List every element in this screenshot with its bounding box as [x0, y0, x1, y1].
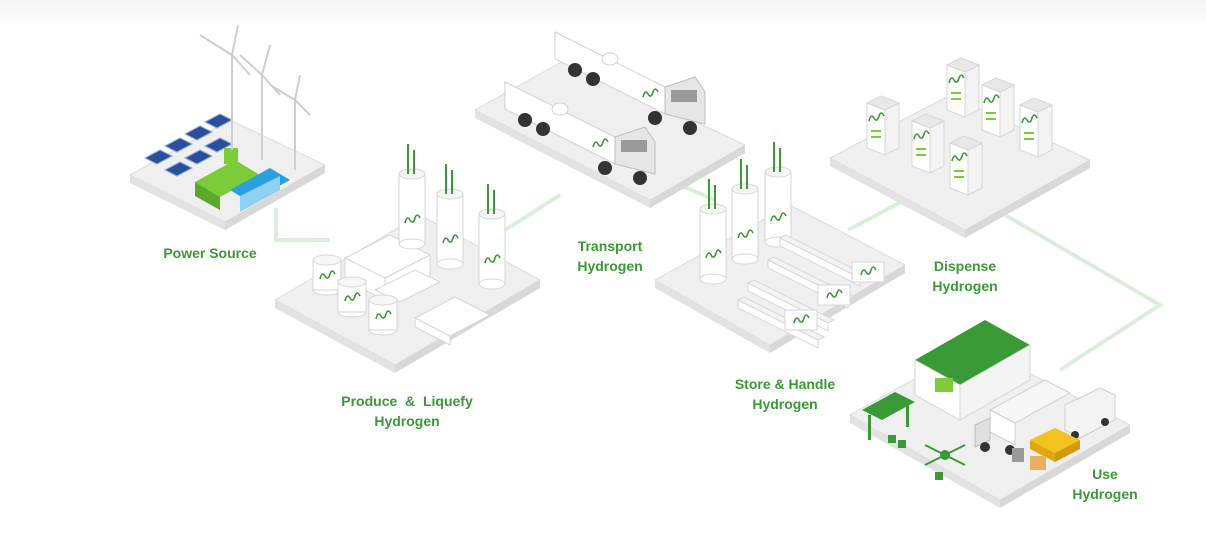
drone — [924, 444, 966, 466]
label-line: Transport — [577, 238, 643, 254]
label-line: Hydrogen — [1072, 486, 1138, 502]
connector-lines — [274, 183, 1164, 372]
label-power-source: Power Source — [150, 243, 270, 263]
van — [1064, 387, 1116, 439]
label-line: Store & Handle — [734, 376, 836, 392]
label-line: Hydrogen — [932, 278, 998, 294]
label-line: Hydrogen — [577, 258, 643, 274]
label-use: Use Hydrogen — [1055, 464, 1155, 504]
top-bar — [0, 0, 1206, 26]
label-dispense: Dispense Hydrogen — [915, 256, 1015, 296]
label-line: Dispense — [933, 258, 997, 274]
dispense-illustration — [828, 58, 1092, 238]
green-bins — [888, 435, 943, 480]
produce-liquefy-illustration — [273, 144, 542, 373]
canopy — [862, 392, 915, 440]
use-illustration — [848, 320, 1132, 508]
wind-turbines — [199, 24, 311, 170]
solar-panels — [143, 113, 234, 177]
label-line: Use — [1092, 466, 1118, 482]
delivery-truck — [974, 379, 1072, 455]
label-line: Power Source — [163, 245, 257, 261]
power-source-illustration — [128, 24, 327, 230]
label-line: Hydrogen — [374, 413, 440, 429]
store-handle-illustration — [653, 142, 907, 353]
label-transport: Transport Hydrogen — [560, 236, 660, 276]
label-line: Produce & Liquefy — [341, 393, 473, 409]
label-store-handle: Store & Handle Hydrogen — [720, 374, 850, 414]
label-produce-liquefy: Produce & Liquefy Hydrogen — [322, 391, 492, 431]
label-line: Hydrogen — [752, 396, 818, 412]
factory-building — [914, 320, 1031, 421]
transport-illustration — [473, 32, 747, 208]
hydro-plant — [195, 148, 290, 212]
forklift — [1012, 448, 1046, 470]
taxi — [1030, 428, 1080, 462]
